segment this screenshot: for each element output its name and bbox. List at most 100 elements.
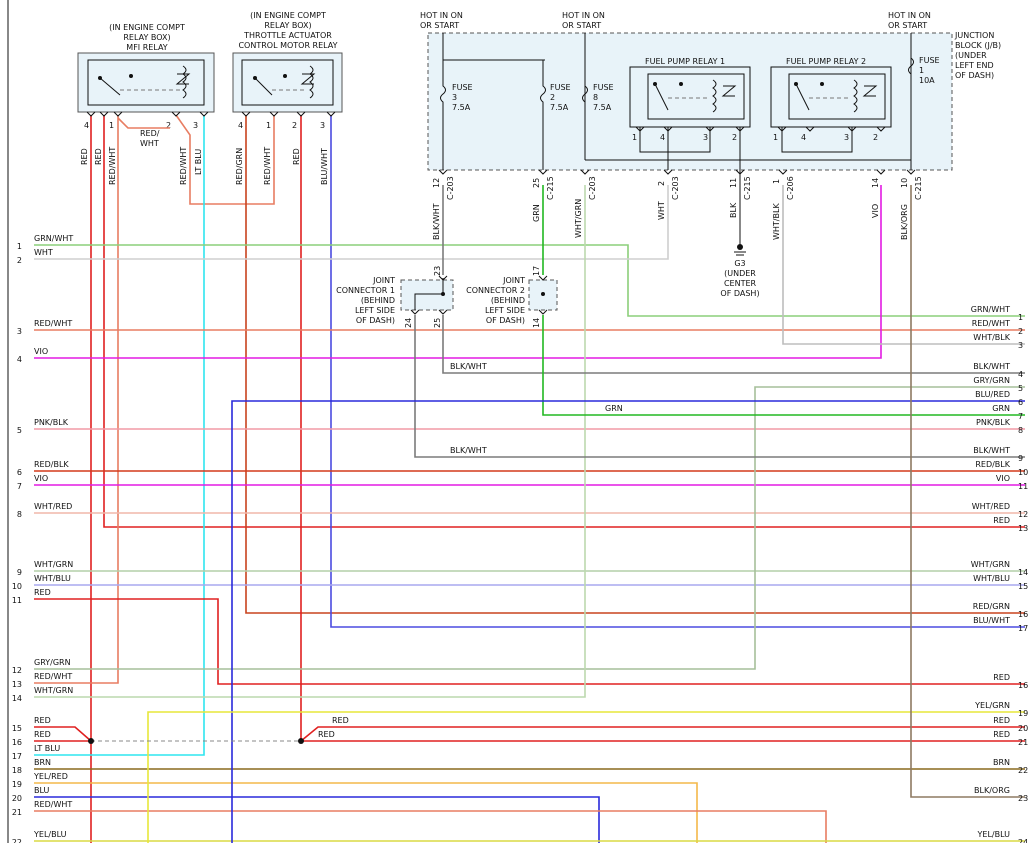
right-pin-number: 10 [1018, 468, 1028, 477]
fuse2-l2: 2 [550, 93, 555, 102]
jb-label-4: LEFT END [955, 61, 994, 70]
wire-red-11 [34, 598, 1025, 685]
left-pin-number: 5 [17, 426, 22, 435]
right-pin-wire-label: PNK/BLK [976, 418, 1011, 427]
mfi-wire-red-2: RED [94, 148, 103, 165]
right-pin-wire-label: RED/GRN [973, 602, 1010, 611]
jb-conn-c203-c: C-203 [671, 176, 680, 200]
jc2-pin-14: 14 [532, 318, 541, 328]
wire-blkorg-23 [910, 185, 1025, 798]
left-pin-number: 3 [17, 327, 22, 336]
right-pin-number: 15 [1018, 582, 1028, 591]
g3-ground: G3 (UNDER CENTER OF DASH) [720, 170, 760, 298]
wire-grnwht-1 [34, 244, 1025, 317]
jc2-l2: CONNECTOR 2 [466, 286, 525, 295]
tac-wire-red: RED [292, 148, 301, 165]
left-pin-number: 13 [12, 680, 22, 689]
left-pin-wire-label: RED/WHT [34, 800, 72, 809]
tac-relay-label-1: (IN ENGINE COMPT [250, 11, 326, 20]
jb-pin-10: 10 [900, 178, 909, 188]
jb-wire-blk: BLK [729, 202, 738, 218]
right-pin-number: 7 [1018, 412, 1023, 421]
left-pin-wire-label: RED/WHT [34, 672, 72, 681]
wire-yelgrn-19 [147, 711, 1025, 843]
g3-l3: CENTER [724, 279, 757, 288]
mfi-redwht-note-1: RED/ [140, 129, 160, 138]
jc1-l2: CONNECTOR 1 [336, 286, 395, 295]
right-pin-number: 12 [1018, 510, 1028, 519]
left-pin-number: 14 [12, 694, 22, 703]
fpr2-pin-4: 4 [801, 133, 806, 142]
right-pin-number: 16 [1018, 681, 1028, 690]
splice-dot-1 [88, 738, 94, 744]
fpr2-label: FUEL PUMP RELAY 2 [786, 57, 866, 66]
left-pin-wire-label: RED [34, 716, 51, 725]
tac-pin-1: 1 [266, 121, 271, 130]
jc1-pin-25: 25 [433, 318, 442, 328]
fuse3-l1: FUSE [452, 83, 473, 92]
fuse1-l1: FUSE [919, 56, 940, 65]
right-pin-wire-label: RED/BLK [975, 460, 1010, 469]
left-pin-number: 8 [17, 510, 22, 519]
wire-grygrn-12 [34, 386, 1025, 670]
splice-dot-2 [298, 738, 304, 744]
right-pin-number: 14 [1018, 568, 1028, 577]
jb-conn-c215-c: C-215 [914, 176, 923, 200]
left-pin-wire-label: RED [34, 730, 51, 739]
mfi-wire-ltblu: LT BLU [194, 149, 203, 175]
jc1-l4: LEFT SIDE [355, 306, 395, 315]
mfi-relay-label-3: MFI RELAY [126, 43, 168, 52]
left-pin-wire-label: WHT [34, 248, 53, 257]
left-pin-wire-label: GRY/GRN [34, 658, 71, 667]
jb-pin-14: 14 [871, 178, 880, 188]
jc2-l5: OF DASH) [486, 316, 525, 325]
left-pin-number: 11 [12, 596, 22, 605]
jb-conn-c215-b: C-215 [743, 176, 752, 200]
right-pin-wire-label: WHT/BLU [973, 574, 1010, 583]
left-pin-number: 4 [17, 355, 22, 364]
right-pin-number: 23 [1018, 794, 1028, 803]
g3-l1: G3 [734, 259, 745, 268]
tac-pin-3: 3 [320, 121, 325, 130]
right-pin-number: 5 [1018, 384, 1023, 393]
mfi-relay-label-1: (IN ENGINE COMPT [109, 23, 185, 32]
right-pin-number: 16 [1018, 610, 1028, 619]
right-pin-number: 19 [1018, 709, 1028, 718]
hot-label-1b: OR START [420, 21, 459, 30]
left-pin-number: 10 [12, 582, 22, 591]
wire-red-15 [34, 726, 92, 742]
wire-mfi-redwht-loop [117, 117, 170, 129]
left-pin-wire-label: RED/WHT [34, 319, 72, 328]
left-pin-number: 17 [12, 752, 22, 761]
left-pin-number: 1 [17, 242, 22, 251]
left-pin-wire-label: WHT/RED [34, 502, 72, 511]
mfi-relay: (IN ENGINE COMPT RELAY BOX) MFI RELAY 4 … [77, 23, 215, 130]
tac-pin-4: 4 [238, 121, 243, 130]
right-pin-number: 24 [1018, 838, 1028, 843]
jc1-pin-23: 23 [433, 266, 442, 276]
right-pin-wire-label: YEL/BLU [977, 830, 1011, 839]
jc2-l3: (BEHIND [491, 296, 525, 305]
right-pin-number: 6 [1018, 398, 1023, 407]
fpr1-pin-2: 2 [732, 133, 737, 142]
jb-pin-1: 1 [772, 179, 781, 184]
fuse8-l1: FUSE [593, 83, 614, 92]
hot-label-3b: OR START [888, 21, 927, 30]
mfi-pin-1: 1 [109, 121, 114, 130]
jc1-l3: (BEHIND [361, 296, 395, 305]
jb-conn-c203-b: C-203 [588, 176, 597, 200]
left-pin-wire-label: VIO [34, 347, 48, 356]
right-pin-number: 2 [1018, 327, 1023, 336]
right-pin-wire-label: BLK/WHT [973, 446, 1010, 455]
tac-wire-redwht: RED/WHT [263, 147, 272, 185]
right-pin-wire-label: WHT/GRN [971, 560, 1010, 569]
left-pin-number: 6 [17, 468, 22, 477]
mid-label-grn: GRN [605, 404, 623, 413]
jb-conn-c215-a: C-215 [546, 176, 555, 200]
left-pin-wire-label: WHT/GRN [34, 686, 73, 695]
mfi-wire-redwht-2: RED/WHT [179, 147, 188, 185]
left-pin-wire-label: BRN [34, 758, 51, 767]
jb-pin-11: 11 [729, 178, 738, 188]
left-pin-number: 15 [12, 724, 22, 733]
hot-label-1a: HOT IN ON [420, 11, 463, 20]
